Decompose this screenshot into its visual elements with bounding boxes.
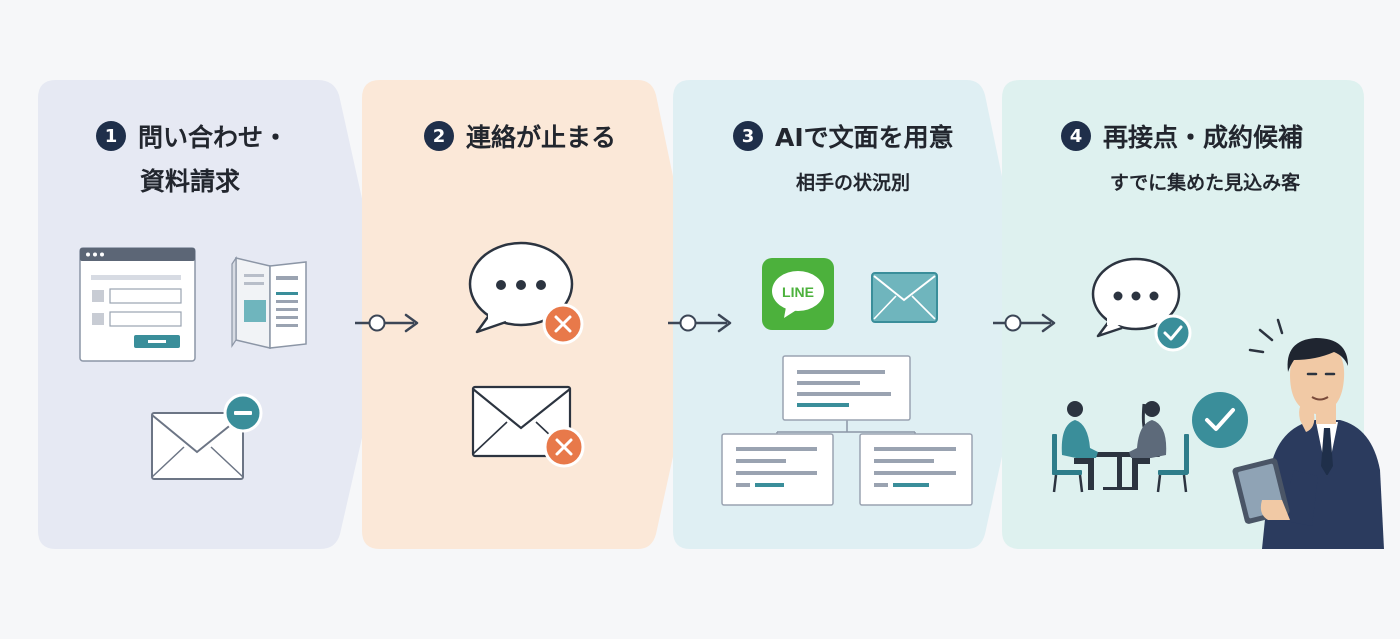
- panel-step-3: [673, 80, 1032, 549]
- step-3-title: 3 AIで文面を用意: [733, 118, 954, 154]
- step-1-title-line2: 資料請求: [140, 167, 241, 196]
- email-icon: [871, 272, 938, 323]
- connector-arrow-1: [355, 313, 419, 333]
- step-4-number: 4: [1061, 121, 1091, 151]
- step-2-number: 2: [424, 121, 454, 151]
- connector-arrow-2: [668, 313, 732, 333]
- envelope-minus-icon: [151, 393, 263, 480]
- step-2-title: 2 連絡が止まる: [424, 118, 616, 154]
- businessman-with-tablet: [1232, 318, 1384, 549]
- chat-bubble-x-icon: [468, 241, 584, 345]
- panel-step-4: [1002, 80, 1364, 549]
- step-2-title-text: 連絡が止まる: [466, 123, 617, 152]
- step-3-title-text: AIで文面を用意: [775, 123, 954, 152]
- step-3-number: 3: [733, 121, 763, 151]
- line-logo-text: LINE: [782, 284, 814, 300]
- template-card-left: [721, 433, 834, 506]
- step-1-title: 1 問い合わせ・: [96, 118, 288, 154]
- big-check-icon: [1192, 392, 1248, 448]
- step-4-title-text: 再接点・成約候補: [1103, 123, 1304, 152]
- brochure-icon: [231, 256, 307, 349]
- line-app-icon: LINE: [762, 258, 834, 330]
- step-1-number: 1: [96, 121, 126, 151]
- template-card-right: [859, 433, 973, 506]
- step-1-title-line1: 問い合わせ・: [138, 123, 289, 152]
- message-template-tree: [721, 355, 973, 506]
- web-form-icon: [79, 247, 196, 362]
- template-card-top: [782, 355, 911, 421]
- panel-step-1: [38, 80, 389, 549]
- chat-bubble-check-icon: [1091, 257, 1192, 352]
- step-3-subtitle: 相手の状況別: [795, 172, 910, 194]
- meeting-illustration: [1052, 401, 1189, 493]
- step-4-subtitle: すでに集めた見込み客: [1109, 172, 1301, 194]
- step-4-title: 4 再接点・成約候補: [1061, 118, 1303, 154]
- connector-arrow-3: [993, 313, 1056, 333]
- envelope-x-icon: [471, 385, 585, 468]
